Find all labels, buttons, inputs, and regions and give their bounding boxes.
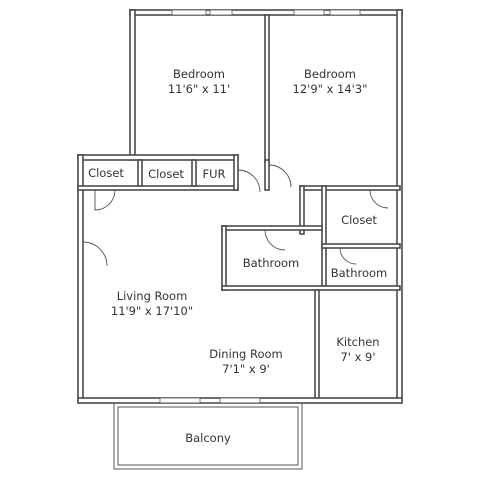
kitchen-left-wall: [314, 289, 320, 401]
room-label: FUR: [202, 167, 225, 181]
door-bedroom-right: [268, 164, 292, 188]
room-label: Bathroom: [243, 256, 299, 270]
left-exterior-wall: [77, 154, 84, 403]
door-bathroom-main: [264, 229, 286, 251]
room-label: Closet: [148, 167, 184, 181]
room-label: Bedroom: [304, 67, 356, 81]
closet-top-wall: [77, 154, 239, 161]
walls: [77, 9, 403, 404]
door-bathroom-small: [339, 247, 357, 265]
room-label: Living Room: [117, 289, 188, 303]
hall-wall-left: [264, 159, 270, 191]
room-dims: 7'1" x 9': [222, 362, 270, 376]
bedroom-divider-wall: [264, 14, 270, 163]
closet-bottom-wall: [77, 185, 239, 191]
room-dims: 7' x 9': [340, 350, 375, 364]
door-bedroom-left: [237, 169, 261, 193]
right-closet-left-wall: [321, 185, 327, 287]
room-label: Balcony: [185, 431, 231, 445]
window-bedroom-right-2: [329, 9, 361, 16]
room-label: Dining Room: [209, 347, 283, 361]
right-closet-bottom-wall: [321, 243, 401, 249]
window-bedroom-left-2: [209, 9, 233, 16]
bathroom-bottom-wall: [221, 285, 401, 291]
balcony: [113, 402, 303, 470]
room-dims: 12'9" x 14'3": [293, 82, 368, 96]
room-label: Kitchen: [336, 335, 379, 349]
windows: [159, 9, 361, 404]
window-bedroom-left: [171, 9, 207, 16]
hall-wall-right: [299, 185, 305, 235]
labels: Bedroom 11'6" x 11' Bedroom 12'9" x 14'3…: [88, 67, 387, 445]
door-entry: [82, 241, 108, 267]
room-dims: 11'6" x 11': [168, 82, 230, 96]
window-living: [159, 397, 201, 404]
bathroom-top-wall: [221, 225, 323, 231]
balcony-outline: [113, 402, 303, 470]
closet-divider-2: [191, 159, 197, 187]
door-closet-right: [369, 189, 389, 209]
room-dims: 11'9" x 17'10": [111, 304, 193, 318]
room-label: Bathroom: [331, 266, 387, 280]
room-label: Closet: [88, 166, 124, 180]
balcony-inner: [117, 406, 299, 466]
window-bedroom-right: [293, 9, 325, 16]
room-label: Bedroom: [173, 67, 225, 81]
closet-divider-1: [137, 159, 143, 187]
closet-divider-3: [233, 154, 239, 191]
right-exterior-wall: [396, 9, 403, 401]
door-closet-left: [94, 189, 116, 211]
bedroom-left-wall: [129, 9, 136, 161]
hall-wall-top-right: [299, 185, 401, 191]
window-dining: [219, 397, 261, 404]
bathroom-left-wall: [221, 225, 227, 291]
doors: [82, 164, 389, 267]
room-label: Closet: [341, 213, 377, 227]
